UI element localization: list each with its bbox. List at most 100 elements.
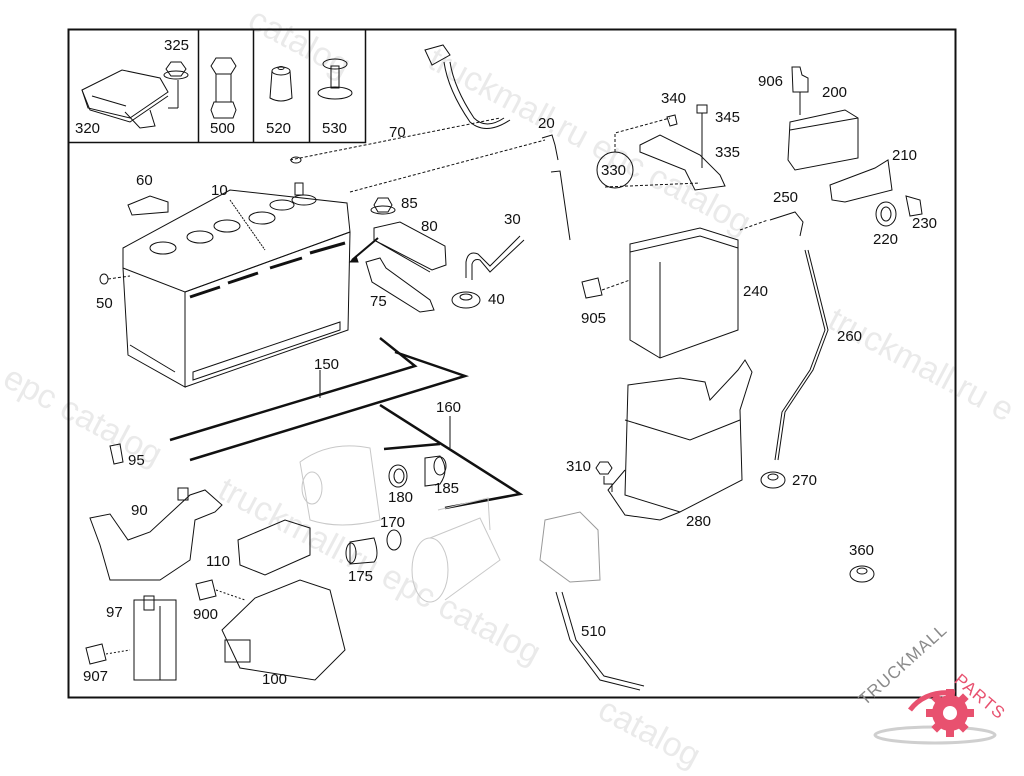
part-360-grommet bbox=[849, 565, 875, 583]
callout-310[interactable]: 310 bbox=[566, 458, 592, 475]
callout-260[interactable]: 260 bbox=[837, 328, 863, 345]
gear-icon bbox=[873, 689, 997, 745]
part-220-grommet bbox=[875, 201, 897, 227]
callout-520[interactable]: 520 bbox=[266, 120, 292, 137]
callout-335[interactable]: 335 bbox=[715, 144, 741, 161]
part-335-bracket bbox=[639, 134, 726, 191]
part-340-cap bbox=[666, 114, 678, 127]
callout-906[interactable]: 906 bbox=[758, 73, 784, 90]
part-900-connector bbox=[195, 579, 246, 601]
callout-320[interactable]: 320 bbox=[75, 120, 101, 137]
callout-100[interactable]: 100 bbox=[262, 671, 288, 688]
part-250-elbow bbox=[739, 211, 804, 237]
callout-900[interactable]: 900 bbox=[193, 606, 219, 623]
part-150-cable bbox=[169, 337, 470, 462]
callout-270[interactable]: 270 bbox=[792, 472, 818, 489]
callout-530[interactable]: 530 bbox=[322, 120, 348, 137]
callout-30[interactable]: 30 bbox=[504, 211, 521, 228]
callout-200[interactable]: 200 bbox=[822, 84, 848, 101]
callout-250[interactable]: 250 bbox=[773, 189, 799, 206]
callout-345[interactable]: 345 bbox=[715, 109, 741, 126]
callout-340[interactable]: 340 bbox=[661, 90, 687, 107]
callout-360[interactable]: 360 bbox=[849, 542, 875, 559]
part-520-cap bbox=[269, 66, 293, 102]
part-85-nut bbox=[370, 197, 396, 215]
part-185-bushing bbox=[424, 455, 447, 487]
part-210-bracket bbox=[829, 159, 893, 203]
callout-180[interactable]: 180 bbox=[388, 489, 414, 506]
callout-50[interactable]: 50 bbox=[96, 295, 113, 312]
part-50-plug bbox=[99, 273, 131, 285]
callout-95[interactable]: 95 bbox=[128, 452, 145, 469]
part-530-stud bbox=[317, 58, 353, 100]
part-280-tray bbox=[607, 359, 753, 521]
part-230-bolt bbox=[905, 195, 923, 217]
callout-905[interactable]: 905 bbox=[581, 310, 607, 327]
callout-160[interactable]: 160 bbox=[436, 399, 462, 416]
part-330-kit bbox=[596, 117, 701, 189]
callout-70[interactable]: 70 bbox=[389, 124, 406, 141]
part-160-cable bbox=[379, 403, 524, 510]
callout-97[interactable]: 97 bbox=[106, 604, 123, 621]
part-110-relay bbox=[237, 519, 311, 576]
alternator-outline bbox=[299, 445, 381, 526]
callout-280[interactable]: 280 bbox=[686, 513, 712, 530]
part-80-holder bbox=[373, 221, 447, 273]
callout-60[interactable]: 60 bbox=[136, 172, 153, 189]
part-170-nut bbox=[386, 529, 402, 551]
callout-40[interactable]: 40 bbox=[488, 291, 505, 308]
callout-150[interactable]: 150 bbox=[314, 356, 340, 373]
part-95-clip bbox=[109, 443, 124, 465]
part-500-spacer bbox=[210, 57, 237, 119]
callout-510[interactable]: 510 bbox=[581, 623, 607, 640]
part-260-hose bbox=[774, 249, 829, 461]
part-180-nut bbox=[388, 464, 408, 488]
callout-185[interactable]: 185 bbox=[434, 480, 460, 497]
callout-110[interactable]: 110 bbox=[206, 553, 230, 570]
part-907-connector bbox=[85, 643, 131, 665]
callout-90[interactable]: 90 bbox=[131, 502, 148, 519]
callout-210[interactable]: 210 bbox=[892, 147, 918, 164]
part-90-bracket bbox=[89, 487, 223, 581]
callout-20[interactable]: 20 bbox=[538, 115, 555, 132]
part-320-control-unit bbox=[81, 69, 169, 129]
callout-325[interactable]: 325 bbox=[164, 37, 190, 54]
callout-175[interactable]: 175 bbox=[348, 568, 374, 585]
part-345-bolt bbox=[696, 104, 708, 168]
callout-330[interactable]: 330 bbox=[601, 162, 627, 179]
callout-10[interactable]: 10 bbox=[211, 182, 228, 199]
callout-80[interactable]: 80 bbox=[421, 218, 438, 235]
part-30-hose bbox=[465, 235, 525, 280]
part-270-grommet bbox=[760, 471, 786, 489]
inset-panel bbox=[68, 29, 367, 144]
part-905-connector bbox=[581, 277, 603, 299]
truckmall-parts-logo: TRUCKMALL PARTS bbox=[855, 620, 1020, 750]
part-10-battery bbox=[122, 182, 351, 388]
part-175-bushing bbox=[345, 537, 378, 565]
part-510-ground-cable bbox=[539, 511, 645, 691]
callout-85[interactable]: 85 bbox=[401, 195, 418, 212]
part-325-nut bbox=[163, 61, 189, 109]
part-40-grommet bbox=[451, 291, 481, 309]
callout-220[interactable]: 220 bbox=[873, 231, 899, 248]
part-310-nut bbox=[595, 461, 613, 492]
part-100-fuse-box bbox=[221, 579, 346, 681]
part-200-aux-battery bbox=[787, 109, 859, 171]
diagram-drawing bbox=[67, 28, 957, 699]
diagram-frame bbox=[67, 28, 957, 699]
callout-230[interactable]: 230 bbox=[912, 215, 938, 232]
part-75-clamp bbox=[365, 257, 435, 313]
callout-907[interactable]: 907 bbox=[83, 668, 109, 685]
part-906-connector bbox=[791, 66, 809, 115]
part-60-cover bbox=[127, 195, 169, 216]
part-20-elbow bbox=[349, 134, 571, 241]
part-97-fuse-holder bbox=[133, 595, 177, 681]
callout-240[interactable]: 240 bbox=[743, 283, 769, 300]
callout-500[interactable]: 500 bbox=[210, 120, 236, 137]
starter-outline bbox=[411, 497, 501, 603]
part-240-battery bbox=[601, 227, 739, 359]
callout-170[interactable]: 170 bbox=[380, 514, 406, 531]
callout-75[interactable]: 75 bbox=[370, 293, 387, 310]
part-70-cable bbox=[289, 44, 511, 164]
